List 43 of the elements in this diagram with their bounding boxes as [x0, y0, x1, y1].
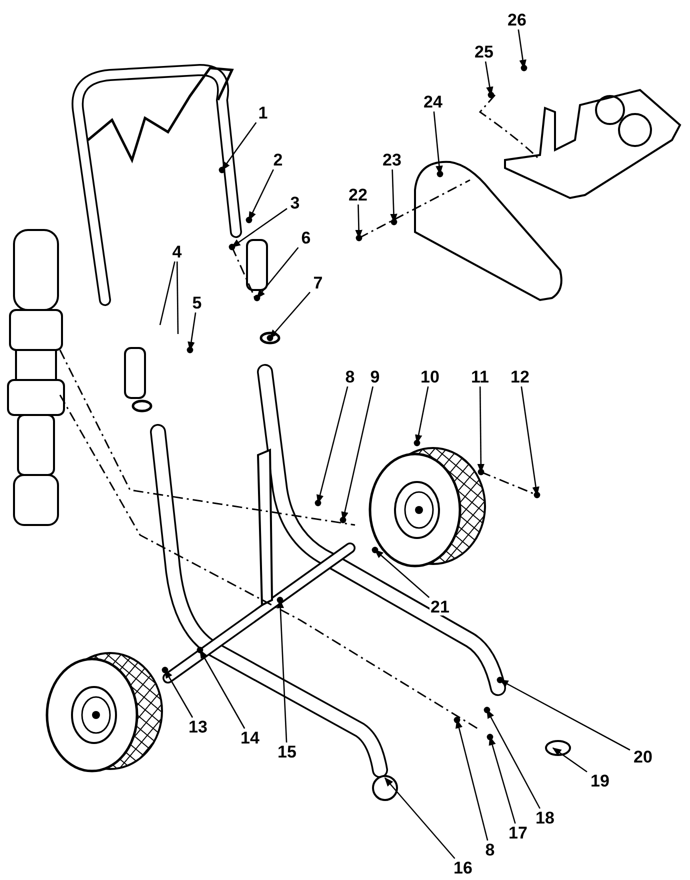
leader-line — [455, 719, 488, 841]
callout-number: 15 — [276, 744, 298, 760]
leader-line — [488, 736, 516, 824]
callout-number: 19 — [590, 772, 610, 790]
callout-number: 16 — [452, 860, 474, 876]
callout-number: 1 — [257, 104, 269, 122]
leader-line — [374, 549, 430, 598]
leader-line — [499, 679, 630, 751]
leader-line — [552, 747, 588, 772]
leader-line — [316, 386, 348, 504]
callout-number: 21 — [430, 598, 450, 616]
leader-line — [384, 777, 456, 859]
leader-line — [221, 122, 257, 171]
callout-number: 8 — [344, 368, 356, 386]
leader-line — [269, 292, 310, 339]
leader-line — [256, 247, 299, 299]
callout-number: 3 — [289, 194, 301, 212]
leader-line — [486, 709, 540, 809]
callout-number: 8 — [484, 842, 496, 858]
leader-line — [176, 262, 179, 334]
callout-number: 9 — [369, 368, 381, 386]
leader-line — [199, 649, 246, 729]
callout-number: 14 — [240, 730, 260, 746]
callout-number: 13 — [188, 718, 208, 736]
callout-number: 26 — [506, 12, 528, 28]
callout-number: 24 — [422, 94, 444, 110]
leader-line — [248, 169, 274, 221]
callout-number: 2 — [272, 152, 284, 168]
callout-number: 5 — [191, 294, 203, 312]
callout-number: 6 — [300, 230, 312, 246]
callout-number: 11 — [470, 368, 490, 386]
callout-number: 4 — [171, 244, 183, 260]
callout-number: 23 — [382, 152, 402, 168]
leader-line — [231, 208, 288, 248]
callout-number: 18 — [534, 810, 556, 826]
callout-number: 22 — [348, 186, 368, 204]
callout-number: 25 — [474, 44, 494, 60]
leader-line — [159, 261, 176, 326]
callout-number: 10 — [420, 368, 440, 386]
callout-number: 7 — [312, 274, 324, 292]
callout-number: 12 — [510, 368, 530, 386]
callout-number: 20 — [632, 748, 654, 766]
callout-number: 17 — [508, 824, 528, 842]
